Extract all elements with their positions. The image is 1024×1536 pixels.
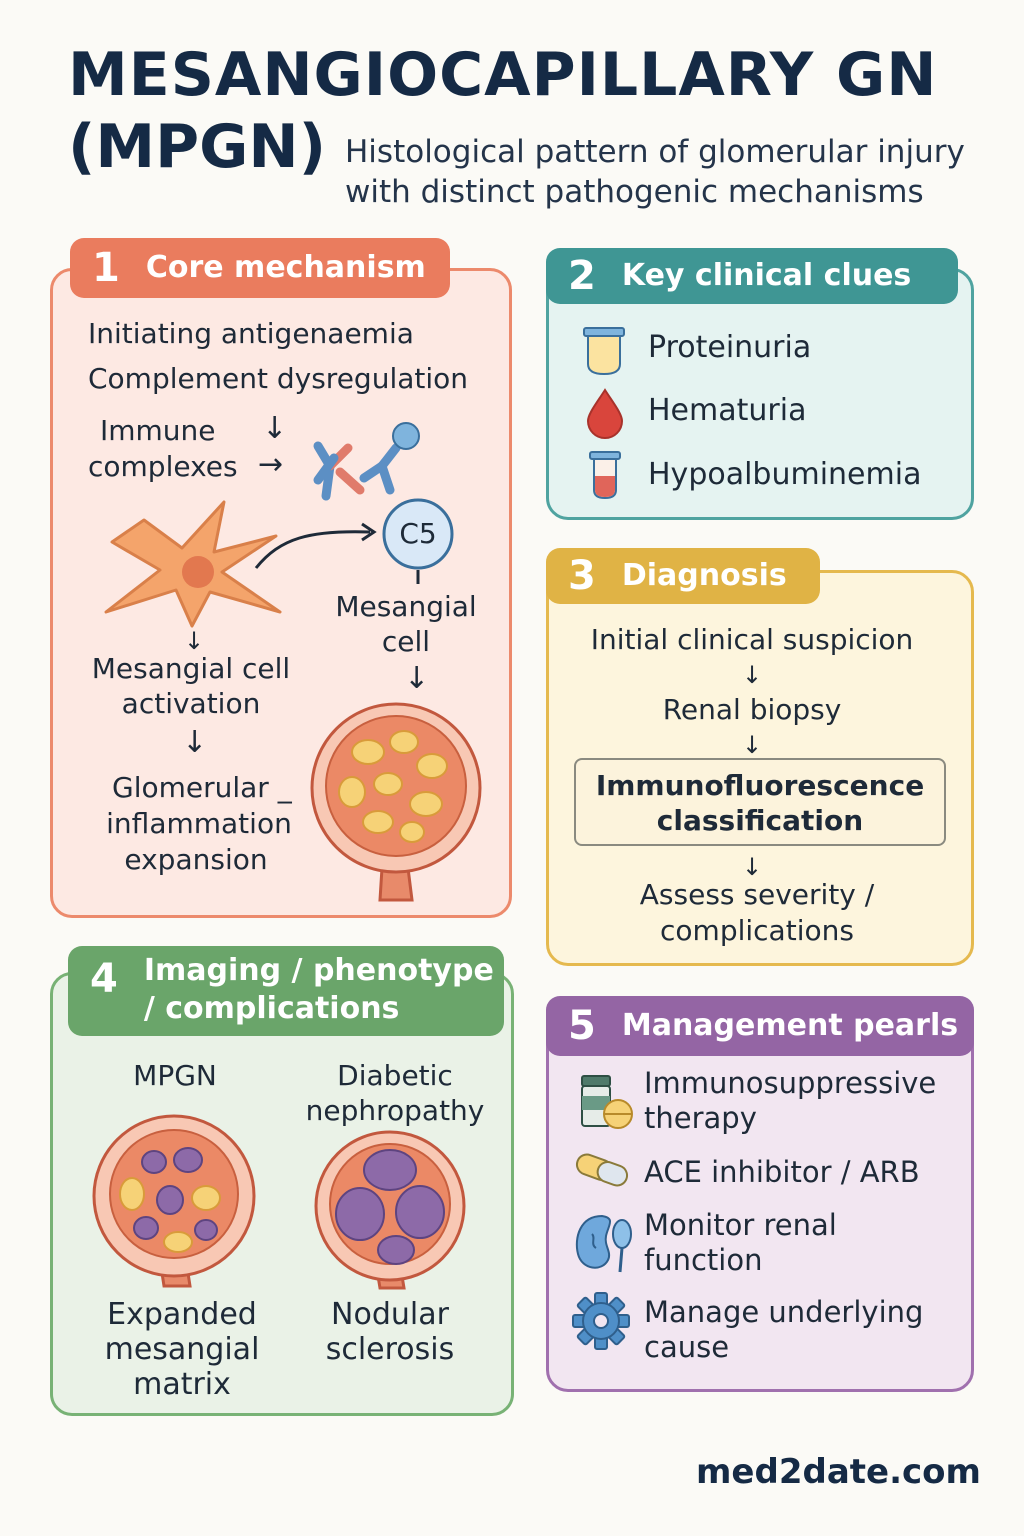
diagnosis-step-severity-line2: complications — [660, 914, 854, 947]
clue-proteinuria: Proteinuria — [648, 330, 812, 365]
panel-2-number: 2 — [568, 253, 596, 299]
pill-bottle-icon — [581, 1075, 633, 1129]
arrow-down-5: ↓ — [742, 661, 763, 689]
antibody-icon — [313, 422, 420, 501]
diabetic-label-line2: nephropathy — [305, 1094, 485, 1127]
panel-4-header: 4 Imaging / phenotype / complications — [68, 946, 504, 1036]
page-subtitle: Histological pattern of glomerular injur… — [345, 132, 965, 212]
mgmt-item-4-line1: Manage underlying — [644, 1295, 924, 1329]
panel-1-number: 1 — [92, 245, 120, 291]
diagnosis-step-if-line2: classification — [656, 804, 864, 837]
diagnosis-step-severity-line1: Assess severity / — [639, 878, 875, 911]
blood-drop-icon — [586, 388, 624, 439]
mesangial-cell-line2: cell — [381, 625, 431, 658]
clue-hematuria: Hematuria — [648, 393, 807, 428]
glomerular-line1: Glomerular _ — [112, 771, 292, 804]
arrow-to-c5 — [254, 522, 377, 569]
panel-4-title: Imaging / phenotype / complications — [144, 952, 494, 1028]
mesangial-cell-line1: Mesangial — [335, 590, 477, 623]
panel-2-title: Key clinical clues — [621, 258, 912, 293]
arrow-down-4: ↓ — [182, 725, 208, 760]
page-title-abbrev: (MPGN) — [68, 112, 326, 182]
initiating-antigenaemia: Initiating antigenaemia — [88, 317, 414, 350]
mgmt-item-3-line2: function — [644, 1243, 763, 1277]
subtitle-line-2: with distinct pathogenic mechanisms — [345, 174, 924, 210]
immunofluorescence-box — [574, 758, 946, 846]
immune-complexes-line1: Immune — [100, 414, 216, 447]
panel-5-title: Management pearls — [621, 1008, 959, 1043]
page-title: MESANGIOCAPILLARY GN — [68, 40, 938, 110]
panel-3-number: 3 — [568, 553, 596, 599]
immune-complexes-line2: complexes — [88, 450, 238, 483]
mgmt-item-1-line2: therapy — [644, 1101, 757, 1135]
arrow-down-2: ↓ — [404, 661, 430, 696]
activation-line2: activation — [121, 687, 261, 720]
diabetic-caption-line1: Nodular — [331, 1297, 449, 1332]
diagnosis-step-if-line1: Immunofluorescence — [595, 769, 925, 802]
glomerular-line3: expansion — [124, 843, 268, 876]
mgmt-item-3-line1: Monitor renal — [644, 1208, 837, 1242]
mpgn-label: MPGN — [133, 1059, 217, 1092]
mpgn-glomerulus-illustration — [92, 1114, 256, 1288]
glomerulus-illustration — [310, 702, 482, 902]
mpgn-caption-line3: matrix — [133, 1367, 231, 1402]
panel-4-title-line1: Imaging / phenotype — [143, 953, 494, 988]
arrow-down-6: ↓ — [742, 731, 763, 759]
capsule-icon — [575, 1153, 629, 1187]
activation-line1: Mesangial cell — [91, 652, 291, 685]
arrow-right-1: → — [258, 447, 284, 482]
panel-5-header: 5 Management pearls — [546, 996, 974, 1056]
glomerular-line2: inflammation — [106, 807, 292, 840]
panel-3-header: 3 Diagnosis — [546, 548, 820, 604]
arrow-down-1: ↓ — [262, 411, 288, 446]
mgmt-item-4-line2: cause — [644, 1330, 730, 1364]
panel-2-header: 2 Key clinical clues — [546, 248, 958, 304]
diabetic-glomerulus-illustration — [314, 1130, 466, 1290]
diagnosis-step-suspicion: Initial clinical suspicion — [590, 623, 914, 656]
panel-3-title: Diagnosis — [621, 558, 787, 593]
mesangial-cell-icon — [104, 500, 282, 628]
footer-site-name: med2date.com — [696, 1452, 981, 1492]
mpgn-caption-line1: Expanded — [107, 1297, 257, 1332]
panel-1-title: Core mechanism — [145, 250, 426, 285]
c5-complement-icon — [382, 498, 454, 584]
panel-key-clinical-clues — [546, 268, 974, 520]
mgmt-item-ace-arb: ACE inhibitor / ARB — [644, 1155, 920, 1189]
diabetic-caption-line2: sclerosis — [325, 1332, 455, 1367]
c5-label: C5 — [399, 517, 437, 550]
test-tube-icon — [589, 451, 621, 500]
urine-cup-icon — [583, 327, 625, 376]
diabetic-label-line1: Diabetic — [337, 1059, 453, 1092]
panel-5-number: 5 — [568, 1003, 596, 1049]
mgmt-item-1-line1: Immunosuppressive — [644, 1066, 937, 1100]
kidney-icon — [575, 1214, 632, 1273]
mpgn-caption-line2: mesangial — [104, 1332, 260, 1367]
gear-icon — [572, 1292, 630, 1350]
clue-hypoalbuminemia: Hypoalbuminemia — [648, 457, 922, 492]
panel-4-title-line2: / complications — [143, 991, 400, 1026]
arrow-down-3: ↓ — [184, 627, 205, 655]
panel-1-header: 1 Core mechanism — [70, 238, 450, 298]
arrow-down-7: ↓ — [742, 853, 763, 881]
subtitle-line-1: Histological pattern of glomerular injur… — [345, 134, 965, 170]
complement-dysregulation: Complement dysregulation — [88, 362, 469, 395]
panel-4-number: 4 — [90, 956, 118, 1002]
diagnosis-step-biopsy: Renal biopsy — [662, 693, 842, 726]
